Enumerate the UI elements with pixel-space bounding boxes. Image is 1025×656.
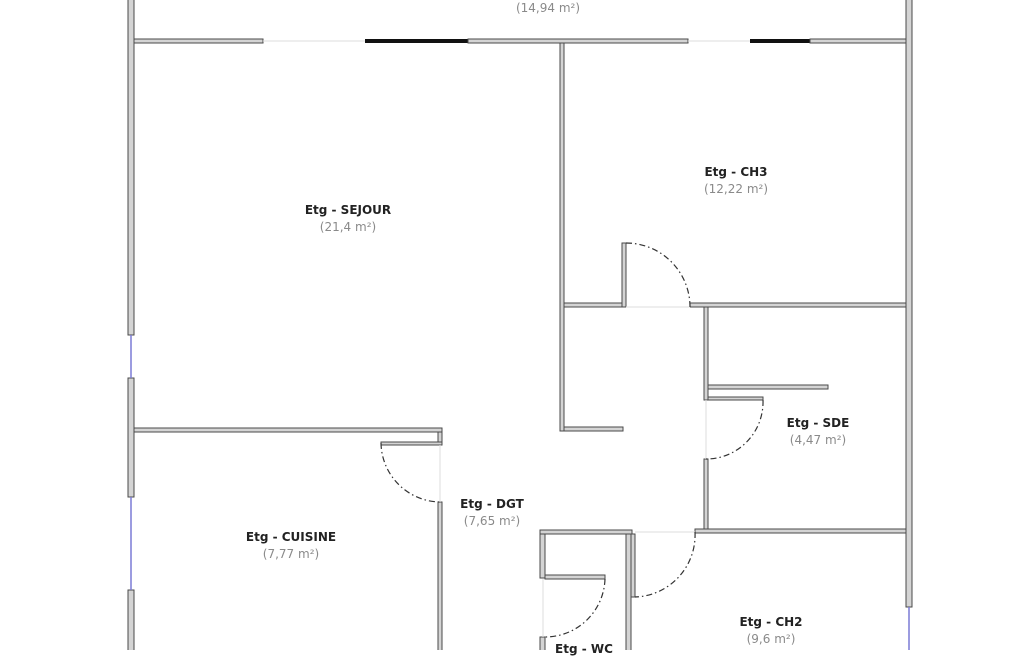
room-label-ch3: Etg - CH3 (12,22 m²) <box>703 165 769 196</box>
wall <box>563 302 626 308</box>
door-swing-cuisine <box>380 442 441 503</box>
door-jamb <box>621 242 627 308</box>
wall <box>539 533 546 579</box>
wall <box>437 501 443 650</box>
wall <box>707 384 829 390</box>
sliding-door <box>750 39 810 43</box>
door-jamb <box>630 533 636 598</box>
wall <box>127 0 135 336</box>
windows <box>130 335 910 650</box>
door-swing-wc <box>544 578 606 638</box>
wall <box>625 533 632 650</box>
door-swing-ch3 <box>625 242 691 308</box>
wall <box>809 38 907 44</box>
wall <box>467 38 689 44</box>
door-swings <box>380 242 764 638</box>
room-label-wc: Etg - WC <box>555 642 613 656</box>
wall <box>703 458 709 531</box>
door-swing-ch2 <box>634 531 696 598</box>
wall <box>544 574 606 580</box>
walls <box>127 0 913 650</box>
door-jamb <box>380 441 443 446</box>
room-label-dgt: Etg - DGT (7,65 m²) <box>460 497 524 528</box>
door-swing-sde <box>705 399 764 460</box>
wall <box>437 431 443 444</box>
wall <box>703 306 709 401</box>
wall <box>127 377 135 498</box>
wall <box>905 0 913 608</box>
wall <box>559 42 565 432</box>
room-label-ch2: Etg - CH2 (9,6 m²) <box>739 615 803 646</box>
wall <box>133 427 443 433</box>
wall <box>694 528 907 534</box>
wall <box>563 426 624 432</box>
wall <box>539 636 546 650</box>
wall <box>133 38 264 44</box>
wall <box>127 589 135 650</box>
door-jamb <box>707 396 764 401</box>
room-label-sejour: Etg - SEJOUR (21,4 m²) <box>304 203 392 234</box>
wall <box>689 302 907 308</box>
room-label-top: (14,94 m²) <box>515 1 581 15</box>
wall <box>539 529 633 535</box>
sliding-door <box>365 39 468 43</box>
room-label-sde: Etg - SDE (4,47 m²) <box>786 416 850 447</box>
openings <box>263 40 750 637</box>
room-label-cuisine: Etg - CUISINE (7,77 m²) <box>245 530 337 561</box>
